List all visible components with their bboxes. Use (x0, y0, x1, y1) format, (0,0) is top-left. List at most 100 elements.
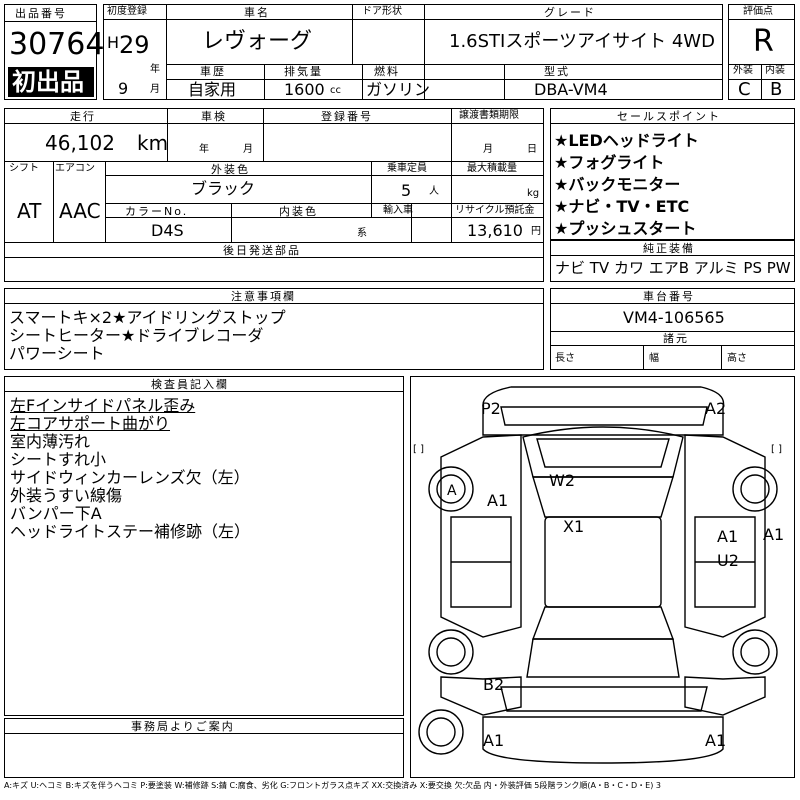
model-label: 型式 (544, 65, 570, 78)
inspector-line: サイドウィンカーレンズ欠（左） (10, 468, 250, 487)
office-title: 事務局よりご案内 (131, 720, 235, 733)
capacity: 5 (401, 181, 412, 200)
first-reg-label: 初度登録 (107, 6, 147, 17)
mark-a1-right-outer: A1 (763, 525, 785, 544)
selling-point: ★LEDヘッドライト (554, 131, 699, 150)
dims-title: 諸元 (663, 332, 689, 345)
standard-equipment-title: 純正装備 (643, 242, 695, 255)
reg-year: 29 (119, 31, 150, 59)
year-unit: 年 (150, 64, 160, 75)
office-box: 事務局よりご案内 (4, 718, 404, 778)
inspector-line: 左Fインサイドパネル歪み (10, 396, 196, 415)
chassis-number: VM4-106565 (623, 308, 725, 327)
wheel-rear-right (732, 629, 778, 675)
width-label: 幅 (649, 353, 659, 364)
first-listing-text: 初出品 (12, 68, 84, 96)
exterior-label: 外装 (733, 65, 753, 76)
color-no: D4S (151, 221, 184, 240)
lot-box: 出品番号 30764 初出品 (4, 4, 104, 100)
selling-point: ★バックモニター (554, 175, 681, 194)
notes-box: 注意事項欄 スマートキ×2★アイドリングストップ シートヒーター★ドライブレコー… (4, 288, 544, 370)
transfer-month-unit: 月 (483, 144, 493, 155)
rear-window (531, 606, 675, 640)
recycle-label: リサイクル預託金 (455, 205, 535, 216)
fuel-label: 燃料 (374, 65, 400, 78)
mark-u2: U2 (717, 551, 739, 570)
note-line: シートヒーター★ドライブレコーダ (9, 326, 264, 345)
mark-w2: W2 (549, 471, 575, 490)
mileage: 46,102 (45, 131, 115, 155)
car-name: レヴォーグ (202, 29, 313, 54)
windshield (532, 476, 674, 518)
color-no-label: カラーNo. (125, 205, 189, 218)
ext-color: ブラック (191, 179, 256, 198)
mark-x1: X1 (563, 517, 585, 536)
standard-equipment-value: ナビ TV カワ エアB アルミ PS PW (555, 259, 791, 277)
notes-title: 注意事項欄 (231, 290, 296, 303)
inspector-list: 左Fインサイドパネル歪み 左コアサポート曲がり 室内薄汚れ シートすれ小 サイド… (10, 397, 250, 541)
model: DBA-VM4 (534, 80, 608, 99)
note-line: パワーシート (9, 344, 105, 363)
transfer-day-unit: 日 (527, 144, 537, 155)
int-color-label: 内装色 (279, 205, 318, 218)
ac-label: エアコン (55, 163, 95, 174)
reg-number-label: 登録番号 (321, 110, 373, 123)
mark-a2: A2 (705, 399, 727, 418)
inspector-box: 検査員記入欄 左Fインサイドパネル歪み 左コアサポート曲がり 室内薄汚れ シート… (4, 376, 404, 716)
shift-label: シフト (9, 163, 39, 174)
mark-a1-bottom-right: A1 (705, 731, 727, 750)
recycle-unit: 円 (531, 226, 541, 237)
car-diagram-svg (418, 386, 778, 764)
score: R (753, 24, 774, 59)
month-unit: 月 (150, 84, 160, 95)
mark-p2: P2 (481, 399, 501, 418)
mark-a-left: A (447, 483, 457, 499)
displacement-label: 排気量 (284, 65, 323, 78)
left-door (450, 516, 512, 608)
displacement-unit: cc (330, 85, 341, 96)
trunk (526, 638, 680, 678)
hood-inner (536, 438, 670, 468)
mark-a1-bottom-left: A1 (483, 731, 505, 750)
car-diagram-box: P2 A2 W2 X1 A A1 A1 U2 A1 B2 A1 A1 [ ] [… (410, 376, 795, 778)
lot-number: 30764 (9, 27, 105, 62)
selling-points-box: セールスポイント ★LEDヘッドライト ★フォグライト ★バックモニター ★ナビ… (550, 108, 795, 240)
hood (522, 426, 684, 478)
selling-point: ★フォグライト (554, 153, 665, 172)
mark-b2: B2 (483, 675, 505, 694)
left-side-outline (440, 434, 522, 638)
inspector-line: 左コアサポート曲がり (10, 414, 171, 433)
front-panel (500, 406, 708, 426)
exterior-grade: C (738, 79, 751, 100)
import-label: 輸入車 (383, 205, 413, 216)
details-box: 走行 46,102 km 車検 年 月 登録番号 譲渡書類期限 月 日 シフト … (4, 108, 544, 282)
int-color-unit: 系 (357, 228, 367, 239)
displacement: 1600 (284, 80, 325, 99)
inspection-month-unit: 月 (243, 144, 253, 155)
ac: AAC (59, 199, 101, 223)
max-load-label: 最大積載量 (467, 163, 517, 174)
chassis-box: 車台番号 VM4-106565 諸元 長さ 幅 高さ (550, 288, 795, 370)
legend: A:キズ U:ヘコミ B:キズを伴うヘコミ P:要塗装 W:補修跡 S:錆 C:… (4, 781, 661, 790)
inspector-line: 外装うすい線傷 (10, 486, 123, 505)
reg-month: 9 (118, 79, 129, 98)
max-load-unit: kg (527, 188, 540, 199)
mileage-label: 走行 (70, 110, 96, 123)
ext-color-label: 外装色 (211, 163, 250, 176)
interior-grade: B (770, 79, 783, 100)
note-line: スマートキ×2★アイドリングストップ (9, 308, 286, 327)
car-name-label: 車名 (244, 6, 270, 19)
wheel-rear-left (428, 629, 474, 675)
recycle: 13,610 (467, 221, 523, 240)
wheel-front-left (428, 466, 474, 512)
first-listing-badge: 初出品 (8, 67, 94, 97)
grade-label: グレード (544, 6, 596, 19)
rear-bumper-outline (482, 716, 724, 764)
door-label: ドア形状 (362, 6, 402, 17)
capacity-unit: 人 (429, 186, 439, 197)
bracket-left: [ ] (413, 444, 424, 455)
mileage-unit: km (137, 131, 169, 155)
inspector-line: バンパー下A (10, 504, 102, 523)
transfer-label: 譲渡書類期限 (459, 110, 519, 121)
selling-point: ★ナビ・TV・ETC (554, 197, 690, 216)
